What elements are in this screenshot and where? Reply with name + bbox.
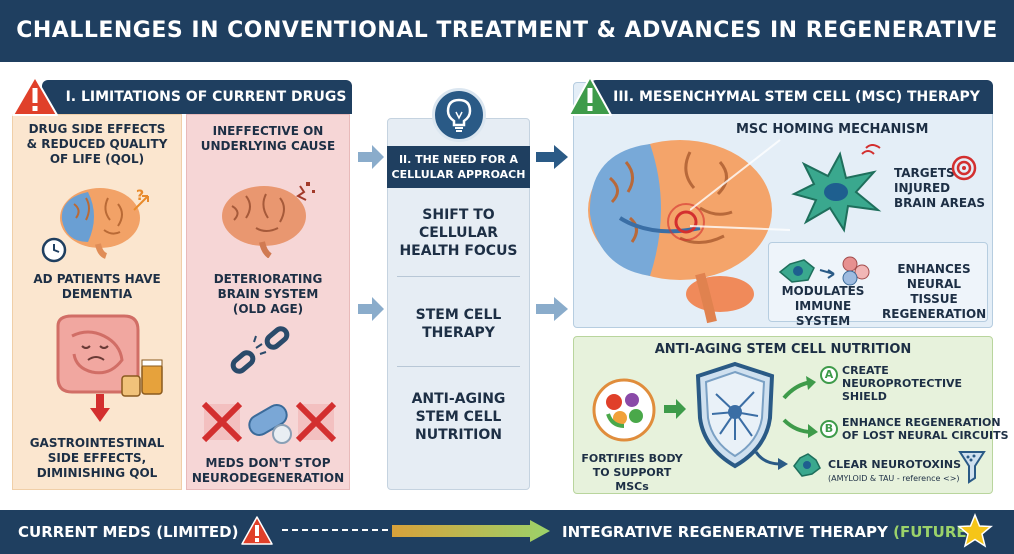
option-b-badge: B	[820, 420, 838, 438]
warning-icon	[12, 76, 58, 116]
no-pills-icon	[201, 401, 337, 444]
success-triangle-icon	[568, 76, 612, 116]
amyloid-tau-note: (AMYLOID & TAU - reference <>)	[828, 474, 960, 483]
stem-cell-therapy-item: STEM CELL THERAPY	[415, 307, 502, 341]
page-title: CHALLENGES IN CONVENTIONAL TREATMENT & A…	[16, 18, 998, 105]
header-bar	[0, 0, 1014, 62]
progress-arrow	[392, 520, 550, 542]
arrow-right-icon	[664, 399, 686, 419]
shift-to-cellular-item: SHIFT TO CELLULAR HEALTH FOCUS	[399, 207, 518, 259]
section3-header	[590, 80, 993, 114]
arrow-right-icon	[358, 297, 384, 321]
meds-dont-stop-label: MEDS DON'T STOP NEURODEGENERATION	[191, 456, 345, 485]
arrow-right-icon	[536, 297, 568, 321]
brain-icon	[588, 140, 772, 324]
warning-icon	[241, 516, 273, 545]
option-a-badge: A	[820, 366, 838, 384]
arrow-right-icon	[358, 145, 384, 169]
stem-cell-icon	[791, 144, 882, 233]
section2-title: II. THE NEED FOR A CELLULAR APPROACH	[391, 153, 526, 181]
intestine-icon	[56, 314, 163, 422]
neuroprotective-shield-icon	[695, 361, 775, 469]
section2-header	[387, 146, 530, 188]
ad-patients-label: AD PATIENTS HAVE DEMENTIA	[33, 272, 161, 301]
arrow-right-icon	[782, 418, 818, 438]
broken-chain-icon	[230, 326, 290, 374]
damaged-brain-icon	[222, 182, 315, 258]
integrative-therapy-label: INTEGRATIVE REGENERATIVE THERAPY (FUTURE…	[562, 523, 974, 541]
star-icon	[957, 513, 993, 548]
current-meds-label: CURRENT MEDS (LIMITED)	[18, 523, 239, 541]
immune-cells-icon	[778, 256, 870, 286]
lightbulb-badge	[432, 88, 486, 142]
filter-funnel-icon	[958, 451, 986, 484]
clear-neurotoxins-label: CLEAR NEUROTOXINS	[828, 458, 962, 471]
section3-title: III. MESENCHYMAL STEM CELL (MSC) THERAPY	[613, 89, 980, 105]
msc-effects-box	[768, 242, 988, 322]
gi-side-effects-label: GASTROINTESTINAL SIDE EFFECTS, DIMINISHI…	[29, 436, 165, 480]
nutrition-title: ANTI-AGING STEM CELL NUTRITION	[654, 342, 912, 357]
dashed-connector	[282, 529, 388, 531]
arrow-right-icon	[782, 376, 816, 400]
brain-icon: ?	[60, 188, 149, 259]
arrow-right-icon	[536, 145, 568, 169]
drug-side-effects-panel	[12, 114, 182, 490]
enhances-label: ENHANCES NEURAL TISSUE REGENERATION	[882, 262, 987, 321]
drug-side-effects-heading: DRUG SIDE EFFECTS & REDUCED QUALITY OF L…	[26, 122, 168, 166]
anti-aging-nutrition-item: ANTI-AGING STEM CELL NUTRITION	[411, 391, 506, 443]
stem-cell-icon	[793, 453, 821, 477]
divider	[397, 366, 520, 367]
section1-title: I. LIMITATIONS OF CURRENT DRUGS	[65, 89, 347, 105]
msc-homing-title: MSC HOMING MECHANISM	[736, 122, 929, 137]
section1-header	[42, 80, 352, 114]
option-b-label: ENHANCE REGENERATION OF LOST NEURAL CIRC…	[842, 416, 1009, 442]
divider	[397, 276, 520, 277]
target-icon	[951, 155, 977, 181]
option-a-label: CREATE NEUROPROTECTIVE SHIELD	[842, 364, 963, 403]
targets-label: TARGETS INJURED BRAIN AREAS	[894, 166, 986, 210]
ineffective-heading: INEFFECTIVE ON UNDERLYING CAUSE	[200, 124, 336, 153]
fortifies-label: FORTIFIES BODY TO SUPPORT MSCs	[581, 452, 683, 493]
fruit-bowl-icon	[592, 378, 656, 442]
arrow-right-icon	[754, 451, 788, 470]
lightbulb-icon	[446, 98, 472, 132]
modulates-label: MODULATES IMMUNE SYSTEM	[781, 284, 865, 328]
deteriorating-label: DETERIORATING BRAIN SYSTEM (OLD AGE)	[213, 272, 323, 316]
svg-text:?: ?	[136, 188, 144, 204]
zoom-lines	[690, 139, 791, 231]
clock-icon	[41, 237, 67, 263]
